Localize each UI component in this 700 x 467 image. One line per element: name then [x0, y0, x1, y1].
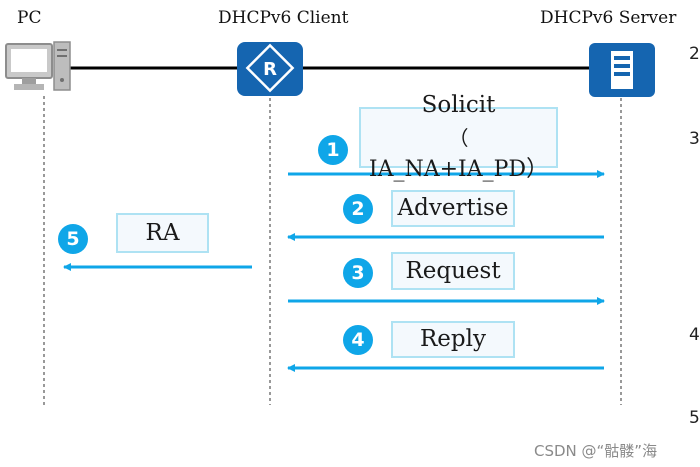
server-label: DHCPv6 Server [540, 8, 677, 28]
step-3-badge: 3 [343, 258, 373, 288]
solicit-option: IA_NA+IA_PD） [368, 157, 549, 182]
request-box: Request [391, 252, 515, 290]
reply-box: Reply [391, 321, 515, 358]
solicit-label: Solicit [421, 92, 496, 118]
ra-box: RA [116, 213, 209, 253]
server-icon [589, 43, 655, 97]
step-2-badge: 2 [343, 194, 373, 224]
client-label: DHCPv6 Client [218, 8, 349, 28]
edge-number: 5 [689, 408, 700, 428]
solicit-box [359, 107, 558, 168]
step-4-badge: 4 [343, 325, 373, 355]
advertise-box: Advertise [391, 190, 515, 227]
edge-number: 4 [689, 325, 700, 345]
csdn-watermark: CSDN @“骷髅”海 [534, 442, 658, 460]
pc-label: PC [17, 8, 42, 28]
pc-icon [5, 41, 71, 91]
step-1-badge: 1 [318, 135, 348, 165]
step-5-badge: 5 [58, 224, 88, 254]
edge-number: 3 [689, 129, 700, 149]
edge-number: 2 [689, 44, 700, 64]
solicit-paren: （ [448, 126, 469, 150]
svg-text:R: R [263, 59, 277, 80]
router-icon: R [237, 42, 303, 96]
